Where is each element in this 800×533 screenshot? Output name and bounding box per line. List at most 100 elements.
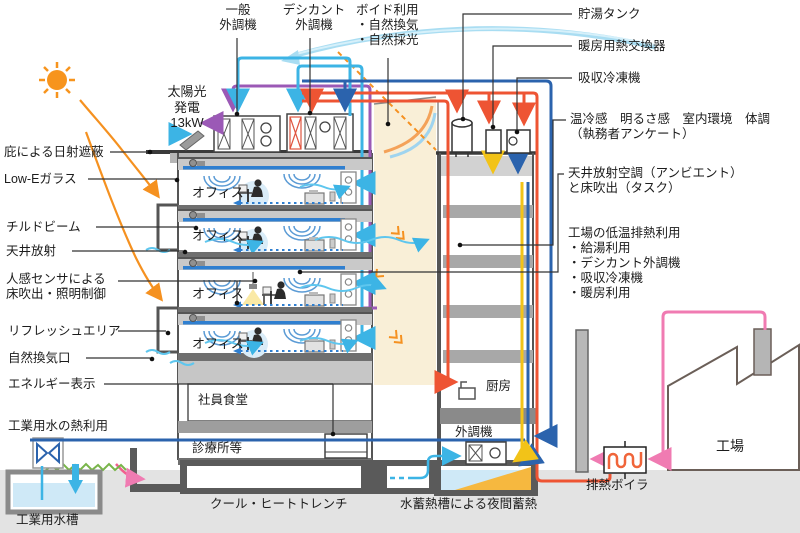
label-eaves-shading: 庇による日射遮蔽 <box>4 145 104 159</box>
fan-icon <box>260 135 272 147</box>
ceiling-unit-icon <box>189 211 197 219</box>
outlet-icon <box>329 339 336 350</box>
airflow-arrow <box>299 275 387 292</box>
lamp-icon <box>242 272 264 305</box>
airflow-arrow <box>299 183 351 200</box>
stored-heat-wedge <box>455 467 531 490</box>
trench-inlet-arrow <box>115 463 146 488</box>
waste-heat-boiler-icon <box>603 441 647 479</box>
exhaust-stack <box>575 329 589 473</box>
basement-trench <box>115 448 538 496</box>
industrial-water-system <box>5 437 127 515</box>
label-water-thermal-storage: 水蓄熱槽による夜間蓄熱 <box>400 497 538 511</box>
basement-ahu-icon <box>465 441 507 465</box>
absorption-chiller-icon <box>506 129 531 154</box>
leader-dots <box>147 110 520 437</box>
sun-icon <box>39 62 75 98</box>
factory-waste-heat-pipes-pink <box>589 310 767 471</box>
desiccant-ahu-icon <box>286 113 354 153</box>
vent-opening-airflow <box>145 247 195 366</box>
airflow-arrow <box>204 339 264 356</box>
general-ahu-icon <box>213 115 281 153</box>
trench-supply-cyan <box>390 446 462 480</box>
label-cool-heat-trench: クール・ヒートトレンチ <box>210 497 348 511</box>
label-office-2: オフィス <box>192 228 244 243</box>
wall-fan-unit-icon <box>340 319 357 352</box>
chilled-beam-icon <box>183 166 345 170</box>
label-natural-vent: 自然換気口 <box>8 351 71 365</box>
label-waste-heat-boiler: 排熱ボイラ <box>586 478 649 492</box>
label-absorption-chiller: 吸収冷凍機 <box>578 71 641 85</box>
label-factory-waste-heat: 工場の低温排熱利用 ・給湯利用 ・デシカント外調機 ・吸収冷凍機 ・暖房利用 <box>568 226 681 300</box>
label-low-e-glass: Low-Eガラス <box>4 172 77 186</box>
label-desiccant-ahu: デシカント 外調機 <box>282 3 346 32</box>
fan-icon <box>319 121 331 133</box>
cafeteria-room <box>187 383 373 422</box>
hot-water-pipes-red <box>300 88 612 483</box>
chilled-beam-icon <box>183 321 345 325</box>
ceiling-unit-icon <box>189 259 197 267</box>
label-refresh-area: リフレッシュエリア <box>8 324 121 338</box>
service-tower <box>436 151 537 466</box>
label-office-3: オフィス <box>192 286 244 301</box>
worker-icon <box>238 179 263 203</box>
chilled-beam-icon <box>183 218 345 222</box>
label-energy-display: エネルギー表示 <box>8 377 96 391</box>
office-floor <box>178 157 372 211</box>
airflow-arrow <box>204 238 264 255</box>
heating-pipes-yellow <box>481 150 539 463</box>
office-floor <box>178 257 387 313</box>
label-ceiling-radiation: 天井放射 <box>6 244 57 258</box>
ceiling-unit-icon <box>189 159 197 167</box>
label-industrial-water-tank: 工業用水槽 <box>16 513 79 527</box>
heating-hx-icon <box>485 129 502 154</box>
fan-icon <box>260 122 272 134</box>
outlet-icon <box>329 293 336 304</box>
airflow-arrow <box>314 236 430 253</box>
balcony-bracket <box>156 306 178 354</box>
hot-water-tank-icon <box>451 118 473 157</box>
air-pipes-cyan <box>168 56 376 350</box>
water-drop-arrow <box>68 480 83 494</box>
kitchen-floor-slab <box>440 408 536 424</box>
office-floor <box>178 312 372 358</box>
label-cafeteria: 社員食堂 <box>198 393 249 407</box>
radiant-waves-icon <box>203 173 321 191</box>
boiler-coil-icon <box>607 452 643 469</box>
outlet-icon <box>329 191 336 202</box>
sun-ray-arrow <box>79 99 160 199</box>
office-floor <box>178 209 430 258</box>
label-office-4: オフィス <box>192 336 244 351</box>
label-factory: 工場 <box>716 438 744 454</box>
outlet-icon <box>329 238 336 249</box>
label-void-use: ボイド利用 ・自然換気 ・自然採光 <box>356 3 419 47</box>
label-occupant-survey: 温冷感 明るさ感 室内環境 体調 （執務者アンケート） <box>570 112 771 141</box>
label-kitchen: 厨房 <box>486 379 512 393</box>
factory-chimney-icon <box>753 328 772 376</box>
chilled-beam-icon <box>183 266 345 270</box>
label-occupancy-sensor: 人感センサによる 床吹出・照明制御 <box>6 272 107 301</box>
wall-fan-unit-icon <box>340 171 357 204</box>
sun-ray-arrow <box>84 131 164 302</box>
label-heating-hx: 暖房用熱交換器 <box>578 39 666 53</box>
energy-display-monitor <box>324 433 368 459</box>
label-clinic: 診療所等 <box>192 441 243 455</box>
label-industrial-water-heat: 工業用水の熱利用 <box>8 419 109 433</box>
kitchen-sink-icon <box>458 381 476 400</box>
label-radiant-task: 天井放射空調（アンビエント） と床吹出（タスク） <box>568 166 743 195</box>
light-cone <box>242 289 264 305</box>
airflow-arrow <box>299 337 359 354</box>
factory <box>667 328 800 471</box>
label-chilled-beam: チルドビーム <box>6 220 81 234</box>
wall-fan-unit-icon <box>340 218 357 251</box>
fan-icon <box>489 447 501 459</box>
label-general-ahu: 一般 外調機 <box>219 3 257 32</box>
label-hot-water-tank: 貯湯タンク <box>578 7 641 21</box>
label-basement-ahu: 外調機 <box>455 425 493 439</box>
desiccant-rotor-icon <box>289 116 302 150</box>
leader-lines <box>72 13 572 432</box>
worker-icon <box>262 281 286 305</box>
ceiling-unit-icon <box>189 314 197 322</box>
